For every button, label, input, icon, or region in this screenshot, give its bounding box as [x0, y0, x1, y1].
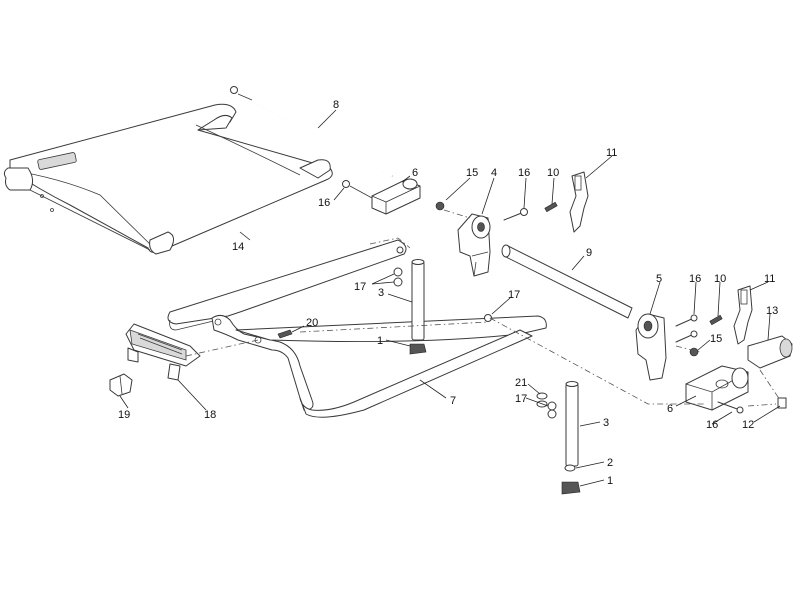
callout-15: 15 — [466, 167, 478, 179]
callout-17-upper: 17 — [354, 281, 366, 293]
callout-17-lower: 17 — [515, 393, 527, 405]
callout-4: 4 — [491, 167, 497, 179]
hinge-bracket-lower-part — [685, 365, 749, 411]
callout-5: 5 — [656, 273, 662, 285]
cap-1-lower — [561, 481, 581, 495]
callout-13: 13 — [766, 305, 778, 317]
callout-17-mid: 17 — [508, 289, 520, 301]
post-3-lower — [565, 381, 579, 467]
cap-1-upper — [409, 343, 427, 355]
callout-14: 14 — [232, 241, 244, 253]
callout-3-lower: 3 — [603, 417, 609, 429]
nut-15-upper — [435, 201, 445, 211]
callout-11: 11 — [606, 147, 617, 159]
callout-6-lower: 6 — [667, 403, 673, 415]
callout-18: 18 — [204, 409, 216, 421]
callout-10-right: 10 — [714, 273, 726, 285]
callout-labels: 8 6 15 4 16 10 11 16 14 9 17 3 17 16 10 … — [118, 99, 778, 487]
nut-15-right — [689, 347, 699, 357]
callout-8: 8 — [333, 99, 339, 111]
callout-2: 2 — [607, 457, 613, 469]
callout-20: 20 — [306, 317, 318, 329]
pivot-bracket-right-part — [635, 313, 667, 381]
callout-16-right: 16 — [689, 273, 701, 285]
leader-lines — [119, 109, 781, 487]
callout-7: 7 — [450, 395, 456, 407]
canopy-part — [3, 103, 333, 255]
callout-21: 21 — [515, 377, 527, 389]
handle-grip-part — [747, 335, 793, 369]
callout-12: 12 — [742, 419, 754, 431]
long-rod-part — [230, 86, 393, 177]
callout-16-lower: 16 — [706, 419, 718, 431]
cross-tube-part — [501, 244, 633, 319]
callout-16-left: 16 — [318, 197, 330, 209]
bolt-16-upper — [503, 208, 528, 221]
pivot-bracket-left-part — [457, 213, 491, 277]
pin-16-lower — [717, 401, 744, 414]
callout-10: 10 — [547, 167, 559, 179]
bolts-17-upper — [393, 267, 492, 322]
footrest-18-part — [125, 323, 201, 381]
clip-12-part — [777, 397, 787, 409]
latch-lever-11-right — [733, 285, 753, 345]
callout-19: 19 — [118, 409, 130, 421]
callout-3-upper: 3 — [378, 287, 384, 299]
latch-lever-11-upper — [569, 171, 589, 233]
callout-1-upper: 1 — [377, 335, 383, 347]
spring-pin-10-right — [709, 314, 723, 326]
callout-15-right: 15 — [710, 333, 722, 345]
washer-2-part — [564, 464, 576, 472]
callout-11-right: 11 — [764, 273, 775, 285]
hinge-bracket-upper-part — [342, 178, 421, 215]
callout-6: 6 — [412, 167, 418, 179]
callout-9: 9 — [586, 247, 592, 259]
callout-16: 16 — [518, 167, 530, 179]
post-3-upper — [411, 259, 425, 341]
bolts-16-right — [675, 314, 698, 343]
handle-frame-part — [167, 239, 547, 418]
assembly-lines — [185, 209, 781, 407]
bolts-17-lower — [547, 401, 557, 419]
screw-20-part — [277, 329, 293, 339]
callout-1-lower: 1 — [607, 475, 613, 487]
spring-pin-10-upper — [544, 201, 558, 213]
clip-19-part — [109, 373, 133, 397]
